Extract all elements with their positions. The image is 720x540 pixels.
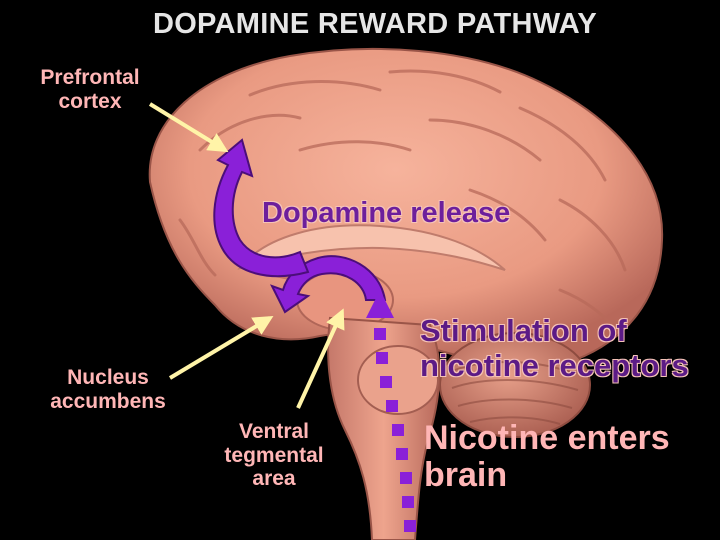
pointer-arrows bbox=[148, 102, 345, 409]
prefrontal-cortex-label: Prefrontal cortex bbox=[40, 66, 140, 113]
pathway-band-pfc bbox=[213, 138, 310, 278]
nucleus-accumbens-label: Nucleus accumbens bbox=[50, 366, 166, 413]
nicotine-enters-label: Nicotine enters brain bbox=[424, 419, 670, 494]
vta-pointer bbox=[296, 308, 345, 409]
nicotine-path bbox=[366, 290, 416, 532]
cerebellum bbox=[439, 332, 591, 438]
nicotine-arrowhead bbox=[366, 290, 394, 318]
dopamine-pathway bbox=[213, 138, 387, 314]
nac-pointer bbox=[168, 315, 274, 380]
dopamine-release-label: Dopamine release bbox=[262, 197, 511, 229]
diagram-title: DOPAMINE REWARD PATHWAY bbox=[152, 8, 598, 40]
cerebellum-folds bbox=[451, 361, 579, 425]
ventral-tegmental-area-label: Ventral tegmental area bbox=[224, 420, 324, 491]
pfc-pointer bbox=[148, 102, 229, 153]
corpus-callosum bbox=[237, 224, 506, 271]
stimulation-label: Stimulation of nicotine receptors bbox=[420, 313, 689, 383]
